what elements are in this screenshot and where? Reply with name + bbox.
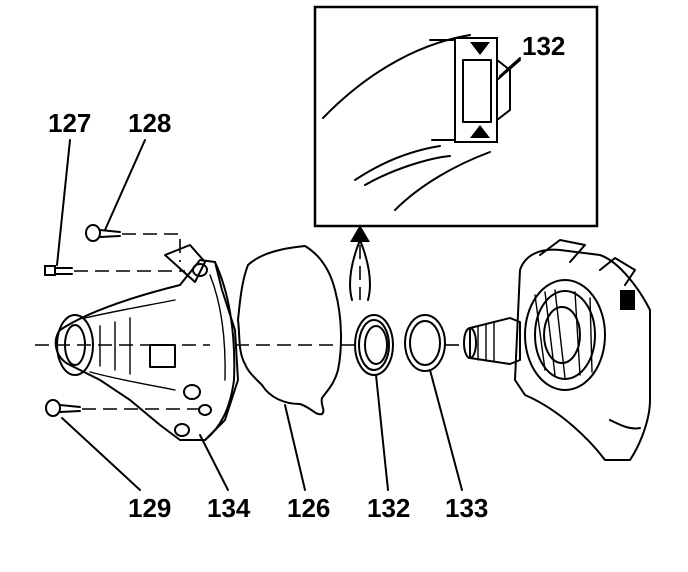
leader-133 [429, 369, 463, 491]
callout-132: 132 [367, 493, 410, 523]
callout-129: 129 [128, 493, 171, 523]
seal-132 [354, 314, 394, 376]
detail-seal-section [429, 37, 521, 143]
leader-132 [375, 374, 389, 491]
detail-housing-curve-inner [354, 145, 441, 181]
detail-housing-curve-inner2 [364, 155, 451, 186]
ring-133 [404, 314, 446, 372]
extension-housing [54, 244, 239, 441]
callout-134: 134 [207, 493, 251, 523]
gasket [237, 245, 342, 416]
detail-shaft-curve [394, 151, 491, 211]
leader-127 [56, 139, 71, 266]
bolt-127 [44, 265, 73, 276]
callout-128: 128 [128, 108, 171, 138]
transmission-case [463, 239, 651, 461]
leader-134 [199, 434, 229, 491]
leader-129 [61, 417, 141, 491]
detail-inset: 132 [313, 5, 599, 228]
bolt-128-path [122, 233, 181, 262]
detail-arrow [349, 225, 371, 301]
bolt-129 [45, 399, 81, 417]
leader-128 [104, 139, 146, 231]
callout-127: 127 [48, 108, 91, 138]
bolt-128 [85, 224, 121, 242]
callout-126: 126 [287, 493, 330, 523]
callout-133: 133 [445, 493, 488, 523]
leader-132-detail [499, 57, 521, 77]
callout-132-detail: 132 [522, 31, 565, 61]
leader-126 [284, 404, 306, 491]
